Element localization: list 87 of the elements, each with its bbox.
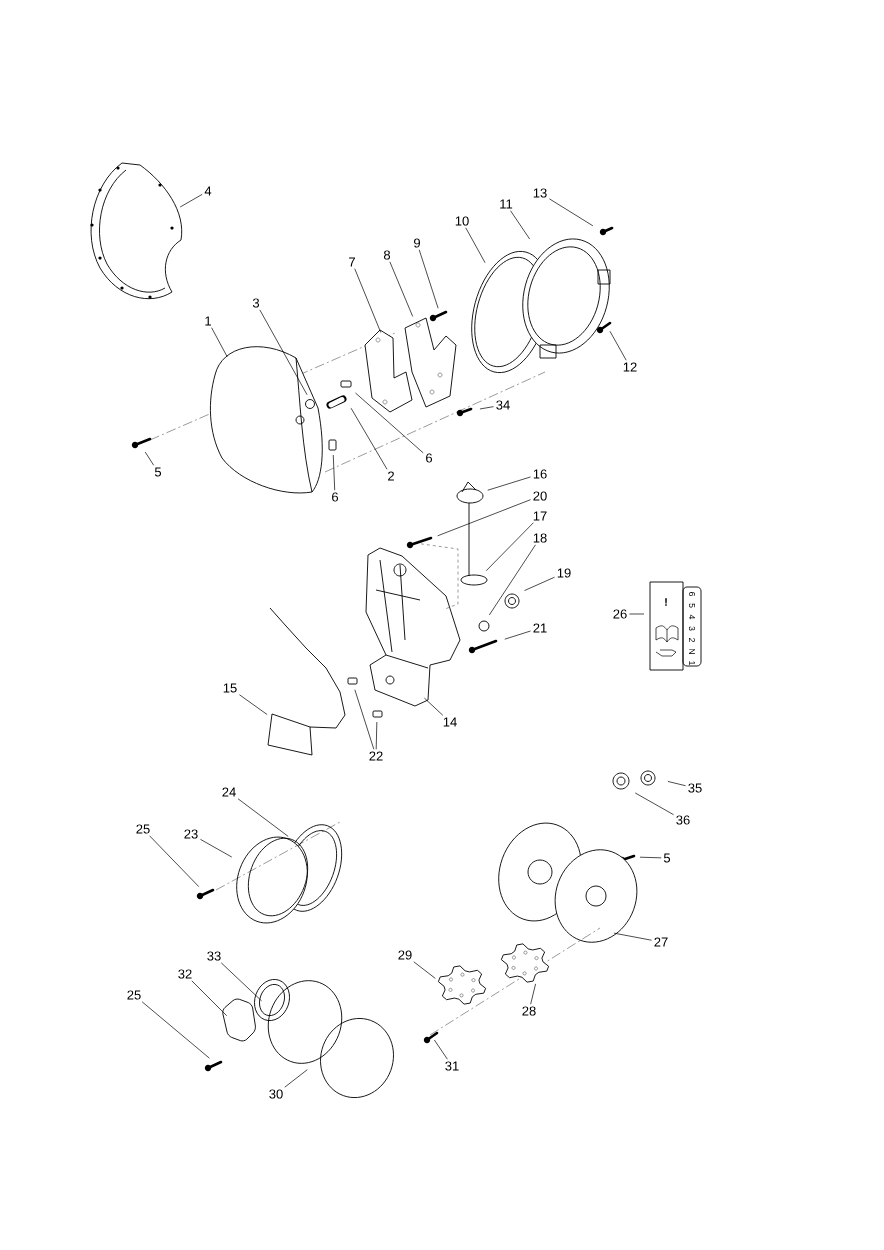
leader-line <box>141 1001 210 1059</box>
callout-number: 29 <box>398 950 412 960</box>
callout-number: 4 <box>204 186 212 196</box>
leader-line <box>375 721 378 750</box>
callout-number: 36 <box>676 815 690 825</box>
callout-number: 16 <box>533 469 547 479</box>
leader-line <box>191 980 228 1017</box>
sticker-text: 4 <box>689 614 695 620</box>
leader-line <box>639 856 662 859</box>
leader-line <box>220 962 262 1002</box>
leader-line <box>355 392 424 454</box>
leader-line <box>488 544 536 616</box>
leader-line <box>418 249 439 309</box>
leader-line <box>350 407 388 470</box>
leader-line <box>179 194 203 208</box>
leader-line <box>549 198 594 227</box>
callout-number: 1 <box>205 316 211 326</box>
callout-number: 2 <box>388 471 394 481</box>
sticker-text: 1 <box>689 661 695 665</box>
callout-number: 19 <box>557 568 571 578</box>
callout-number: 15 <box>223 683 237 693</box>
leader-line <box>634 792 674 816</box>
leader-line <box>149 835 200 888</box>
leader-line <box>239 694 268 715</box>
leader-line <box>485 522 534 572</box>
callout-number: 22 <box>369 751 383 761</box>
sticker-text: 2 <box>689 638 695 642</box>
leader-line <box>259 309 308 396</box>
callout-number: 9 <box>414 238 420 248</box>
callout-number: 10 <box>455 216 469 226</box>
callout-number: 20 <box>533 491 547 501</box>
leader-line <box>487 476 531 491</box>
callout-number: 33 <box>207 951 221 961</box>
callout-number: 23 <box>184 829 198 839</box>
leader-line <box>510 210 530 240</box>
leader-line <box>413 961 436 979</box>
callout-number: 27 <box>654 937 668 947</box>
sticker-text: ! <box>665 598 667 606</box>
sticker-text: N <box>689 649 695 654</box>
sticker-text: 3 <box>689 626 695 631</box>
leader-line <box>434 1039 448 1060</box>
callout-number: 25 <box>136 824 150 834</box>
leader-line <box>211 327 228 358</box>
callout-number: 18 <box>533 533 547 543</box>
callout-number: 17 <box>533 511 547 521</box>
callout-number: 34 <box>496 400 510 410</box>
callout-number: 35 <box>688 783 702 793</box>
callout-number: 14 <box>443 717 457 727</box>
callout-number: 6 <box>332 492 339 502</box>
leader-line <box>629 613 645 615</box>
callout-number: 6 <box>426 453 433 463</box>
leader-line <box>354 268 382 333</box>
callout-number: 25 <box>127 990 141 1000</box>
leader-line <box>479 406 494 410</box>
callout-number: 31 <box>445 1061 459 1071</box>
leader-line <box>332 454 336 491</box>
leader-line <box>389 261 414 317</box>
leader-line <box>284 1069 308 1088</box>
leader-line <box>237 798 289 837</box>
callout-number: 21 <box>533 623 547 633</box>
callout-number: 12 <box>623 362 637 372</box>
callout-number: 5 <box>663 853 671 863</box>
callout-number: 13 <box>533 188 547 198</box>
sticker-text: 6 <box>689 592 695 596</box>
leader-line <box>144 451 155 466</box>
leader-line <box>613 932 652 941</box>
callout-number: 7 <box>349 257 355 267</box>
leader-line <box>465 227 486 264</box>
callout-number: 32 <box>178 969 192 979</box>
leader-line <box>530 983 536 1005</box>
callout-number: 5 <box>154 467 162 477</box>
leader-line <box>667 781 686 787</box>
leader-line <box>354 689 375 750</box>
leader-line <box>200 839 233 858</box>
callout-number: 11 <box>500 199 513 209</box>
leader-line <box>524 576 555 591</box>
callout-number: 28 <box>522 1006 536 1016</box>
sticker-text: 5 <box>689 603 695 608</box>
leader-line <box>437 499 531 537</box>
leader-line <box>609 330 627 361</box>
callout-number: 8 <box>383 250 391 260</box>
callout-number: 24 <box>222 787 236 797</box>
leader-line <box>504 630 531 640</box>
leader-line <box>424 697 444 716</box>
callout-number: 3 <box>252 298 260 308</box>
callout-number: 30 <box>269 1089 283 1099</box>
callout-number: 26 <box>613 609 627 619</box>
